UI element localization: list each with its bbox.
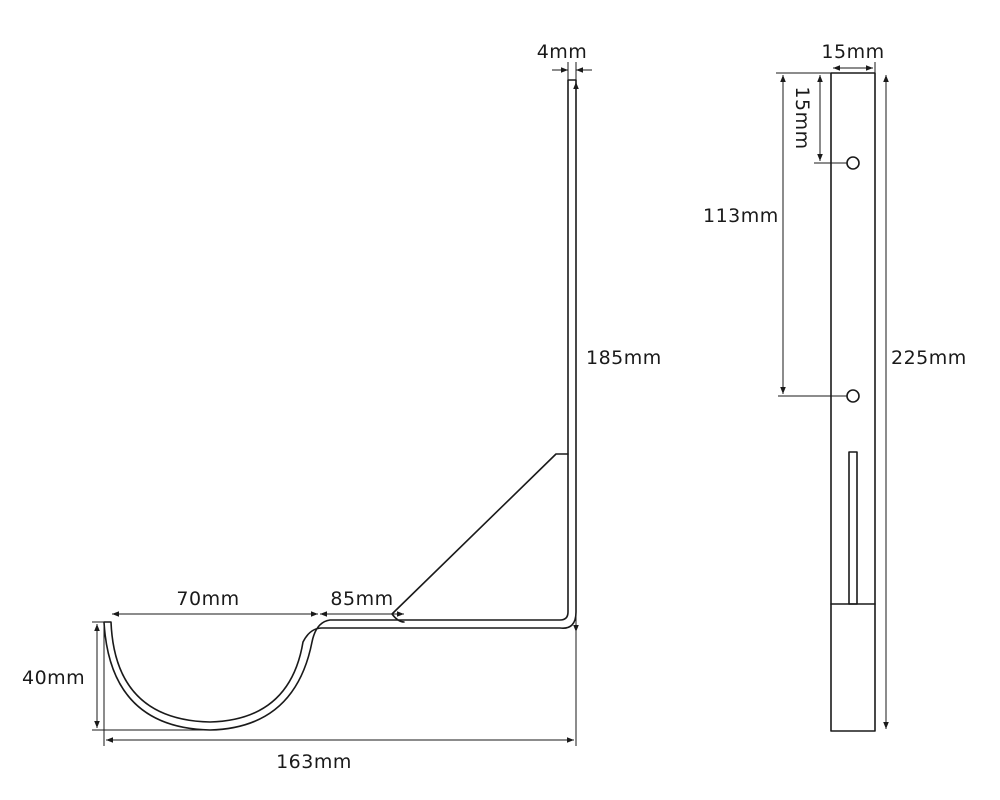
dim-overall-height-label: 225mm	[891, 347, 967, 369]
dim-overall-height: 225mm	[883, 75, 967, 729]
slot	[848, 451, 858, 605]
screw-hole-top	[846, 156, 860, 170]
gusset	[391, 453, 569, 623]
dim-arm-length-label: 85mm	[330, 588, 393, 610]
dim-width: 15mm	[821, 41, 884, 73]
side-view: 4mm 185mm 70mm 85mm 40mm 16	[22, 41, 662, 773]
dim-cradle-depth: 40mm	[22, 621, 210, 731]
dim-cradle-width: 70mm	[112, 588, 318, 617]
dim-thickness-label: 4mm	[537, 41, 588, 63]
dim-hole-spacing: 113mm	[703, 75, 847, 397]
dim-height-label: 185mm	[586, 347, 662, 369]
dim-hole-spacing-label: 113mm	[703, 205, 779, 227]
dim-arm-length: 85mm	[320, 588, 404, 617]
dim-overall-length: 163mm	[103, 622, 577, 773]
dim-cradle-width-label: 70mm	[176, 588, 239, 610]
dim-cradle-depth-label: 40mm	[22, 667, 85, 689]
dim-hole-offset-label: 15mm	[791, 86, 813, 149]
dim-height: 185mm	[573, 82, 662, 632]
plate-outline	[830, 72, 876, 732]
dim-overall-length-label: 163mm	[276, 751, 352, 773]
dim-width-label: 15mm	[821, 41, 884, 63]
dim-thickness: 4mm	[537, 41, 592, 80]
front-view: 15mm 15mm 113mm 225mm	[703, 41, 967, 732]
screw-hole-bottom	[846, 389, 860, 403]
bracket-profile	[103, 79, 577, 731]
dim-hole-offset: 15mm	[776, 72, 847, 164]
